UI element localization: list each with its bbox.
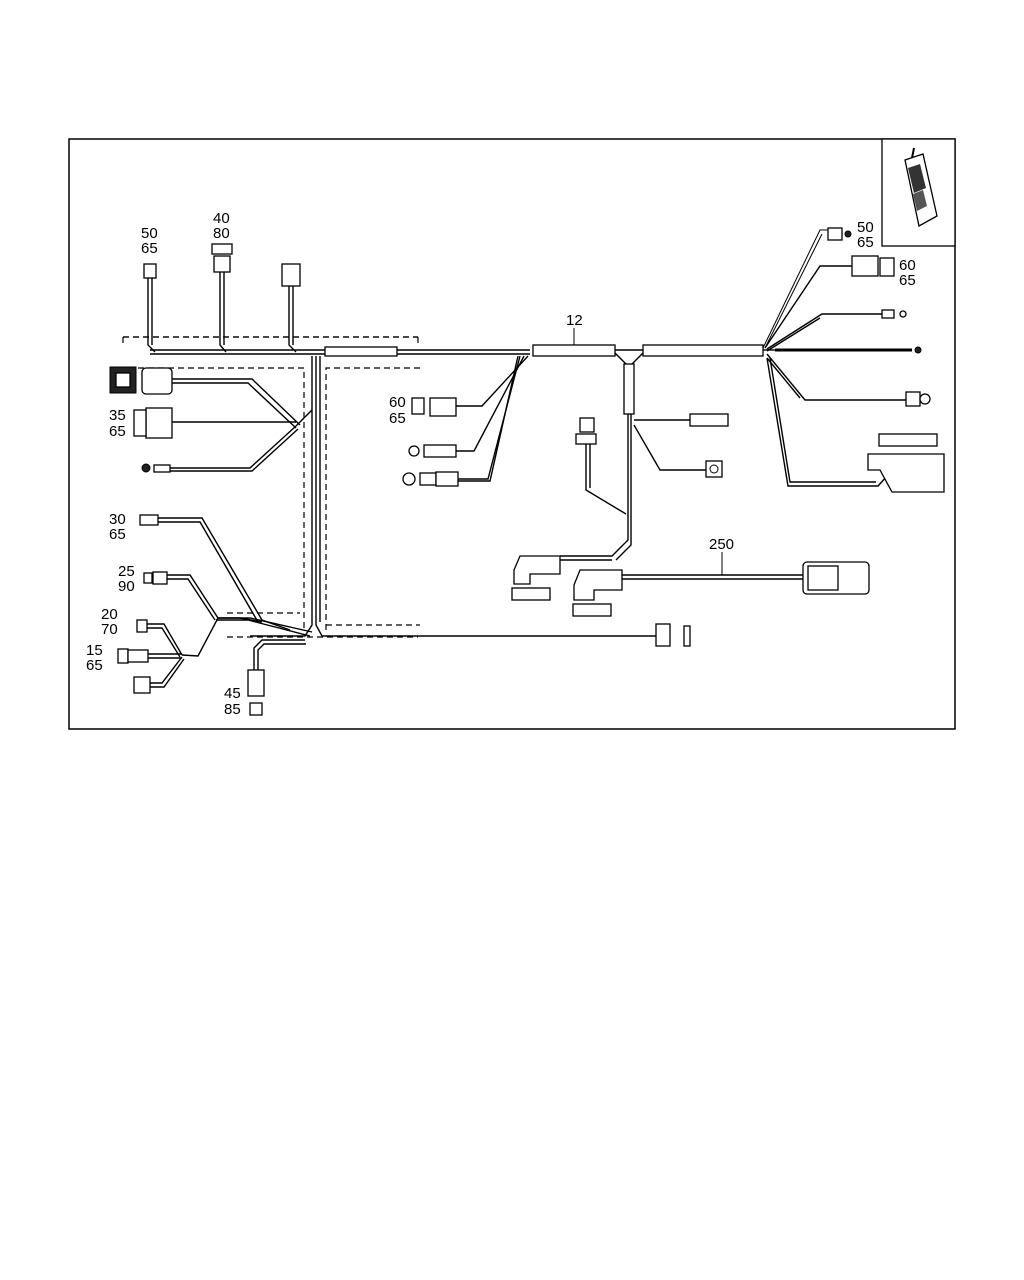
left-connector-icon: [141, 367, 173, 395]
label-mid-box-b: 65: [389, 410, 406, 427]
diagram-frame: [68, 138, 956, 730]
plug-25-icon: [143, 572, 153, 584]
harness-label-250: 250: [709, 536, 734, 553]
label-right-box-a: 60: [899, 257, 916, 274]
label-top-mid-plug-a: 40: [213, 210, 230, 227]
plug-bottom-icon: [133, 676, 151, 694]
top-mid-plug-icon: [211, 243, 233, 255]
label-left-module-b: 65: [109, 423, 126, 440]
label-right-box-b: 65: [899, 272, 916, 289]
label-top-mid-plug-b: 80: [213, 225, 230, 242]
label-plug-20-b: 70: [101, 621, 118, 638]
main-harness: 12: [150, 312, 775, 357]
center-sleeve: [623, 363, 635, 415]
plug-20-icon: [136, 619, 148, 633]
top-multipin-icon: [281, 263, 301, 287]
db-connector-a-icon: [513, 555, 561, 585]
harness-sleeve-mid: [532, 344, 616, 357]
mobile-phone-icon: [904, 147, 938, 227]
harness-sleeve-right: [642, 344, 764, 357]
center-drop: 250: [511, 352, 870, 617]
label-mid-box-a: 60: [389, 394, 406, 411]
label-plug-30-a: 30: [109, 511, 126, 528]
label-right-small-b: 65: [857, 234, 874, 251]
top-left-plug-icon: [143, 263, 157, 279]
label-plug-20-a: 20: [101, 606, 118, 623]
right-fanout: 50 65 60 65: [762, 219, 945, 493]
harness-sleeve-left: [324, 346, 398, 357]
label-top-left-plug-a: 50: [141, 225, 158, 242]
label-plug-30-b: 65: [109, 526, 126, 543]
plug-15-icon: [117, 648, 129, 664]
mid-box-small-icon: [411, 397, 425, 415]
fuse-holder-icon: [655, 623, 671, 647]
center-socket-icon: [579, 417, 595, 433]
mid-branches: 60 65: [389, 355, 529, 487]
right-ring-terminal-icon: [905, 391, 921, 407]
label-relay-a: 45: [224, 685, 241, 702]
center-ring-connector-icon: [705, 460, 723, 478]
right-box-icon: [851, 255, 879, 277]
relay-icon: [247, 669, 265, 697]
right-pin-plug-icon: [881, 309, 895, 319]
left-lower-plugs: 30 65 25 90 20 70 15 65: [86, 511, 313, 694]
mid-box-icon: [429, 397, 457, 417]
db-connector-b-icon: [573, 569, 623, 601]
right-dsub-icon: [878, 433, 938, 447]
bottom-relay: 45 85: [224, 639, 306, 718]
label-plug-15-a: 15: [86, 642, 103, 659]
harness-label-12: 12: [566, 312, 583, 329]
center-strip-connector-icon: [689, 413, 729, 427]
right-housing-icon: [867, 453, 945, 493]
plug-30-icon: [139, 514, 159, 526]
label-left-module-a: 35: [109, 407, 126, 424]
label-plug-25-b: 90: [118, 578, 135, 595]
label-relay-b: 85: [224, 701, 241, 718]
mid-round-plug-a-icon: [408, 445, 420, 457]
top-connectors: 50 65 40 80: [141, 210, 301, 353]
right-ground-lug-icon: [914, 346, 922, 354]
label-plug-15-b: 65: [86, 657, 103, 674]
label-plug-25-a: 25: [118, 563, 135, 580]
left-module-icon: [145, 407, 173, 439]
left-small-plug-icon: [141, 463, 151, 473]
phone-inset: [881, 138, 956, 247]
label-top-left-plug-b: 65: [141, 240, 158, 257]
right-small-plug-icon: [827, 227, 843, 241]
label-right-small-a: 50: [857, 219, 874, 236]
left-components: 35 65: [109, 366, 313, 473]
bottom-right-connector: [655, 623, 691, 647]
mid-round-plug-b-icon: [402, 472, 416, 486]
